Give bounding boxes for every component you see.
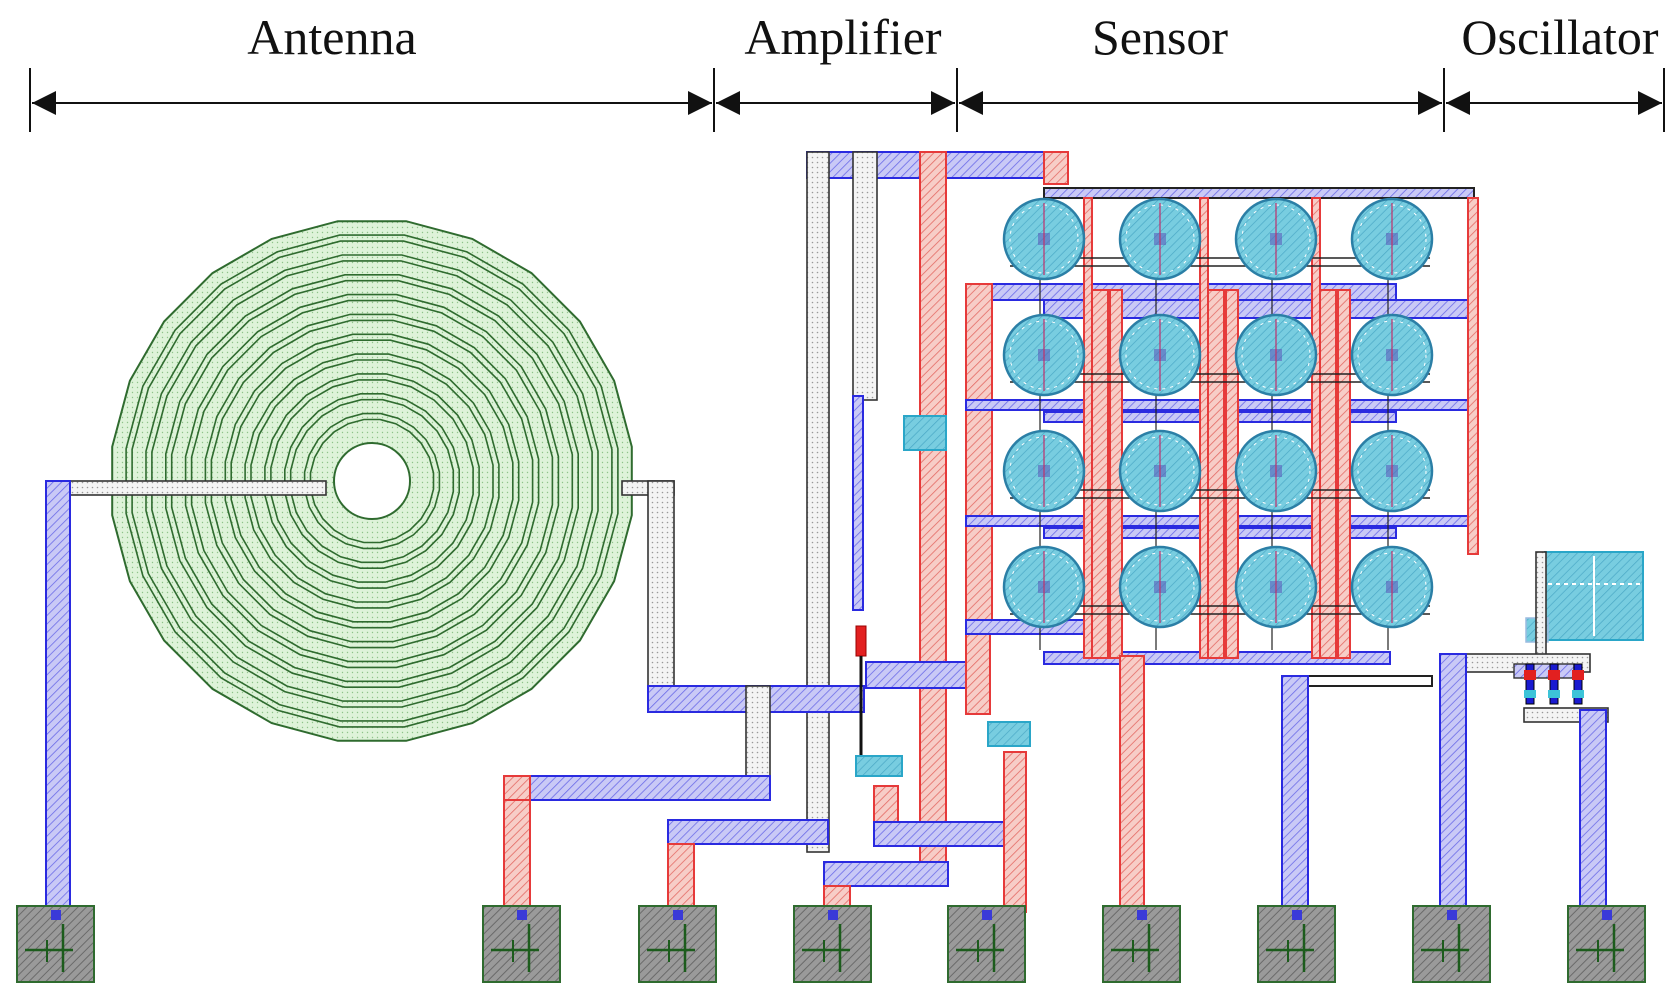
sensor-electrode — [1350, 429, 1434, 513]
sensor-electrode — [1234, 545, 1318, 629]
sensor-electrode — [1002, 429, 1086, 513]
sensor-electrode — [1118, 429, 1202, 513]
bond-pad — [482, 905, 561, 983]
sensor-electrode — [1118, 545, 1202, 629]
bond-pad — [16, 905, 95, 983]
oscillator-block — [1281, 551, 1644, 913]
sensor-electrode — [1234, 429, 1318, 513]
oscillator-transistor — [1524, 663, 1536, 705]
bond-pad — [1257, 905, 1336, 983]
bond-pad — [947, 905, 1026, 983]
section-label-antenna: Antenna — [247, 9, 417, 65]
sensor-electrode — [1234, 313, 1318, 397]
amplifier-routing — [503, 151, 1069, 913]
bond-pads — [16, 905, 1646, 983]
sensor-electrode — [1350, 313, 1434, 397]
section-label-oscillator: Oscillator — [1461, 9, 1659, 65]
sensor-electrode — [1002, 545, 1086, 629]
bond-pad — [1102, 905, 1181, 983]
sensor-electrode — [1350, 545, 1434, 629]
sensor-electrode — [1118, 313, 1202, 397]
bond-pad — [793, 905, 872, 983]
sensor-array — [965, 187, 1479, 913]
sensor-electrode — [1002, 313, 1086, 397]
section-dimension-arrows — [29, 68, 1665, 132]
section-label-sensor: Sensor — [1091, 9, 1229, 65]
sensor-electrode — [1234, 197, 1318, 281]
bond-pad — [1567, 905, 1646, 983]
antenna-coil — [45, 220, 675, 914]
sensor-electrode — [1118, 197, 1202, 281]
bond-pad — [638, 905, 717, 983]
sensor-electrode — [1002, 197, 1086, 281]
bond-pad — [1412, 905, 1491, 983]
oscillator-transistor — [1548, 663, 1560, 705]
section-label-amplifier: Amplifier — [744, 9, 942, 65]
oscillator-transistor — [1572, 663, 1584, 705]
sensor-electrode — [1350, 197, 1434, 281]
